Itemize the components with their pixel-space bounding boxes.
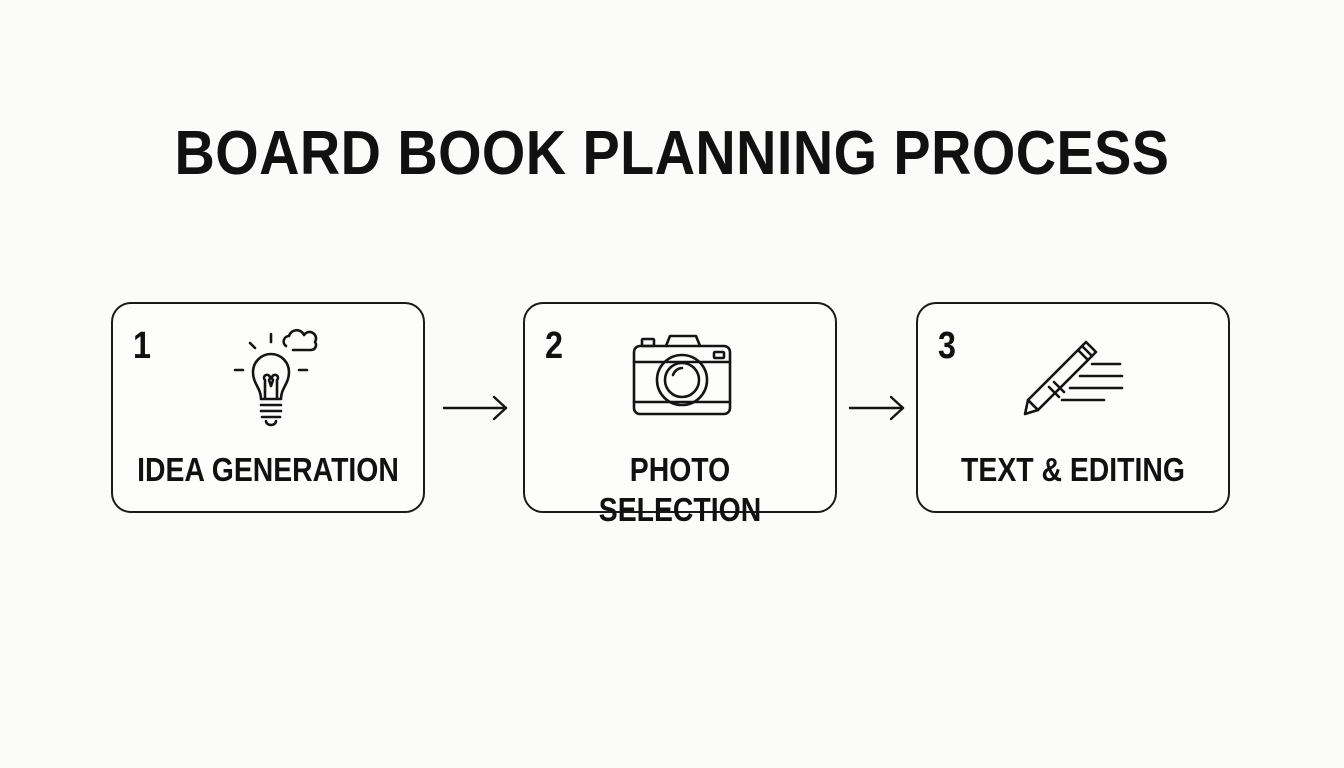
step-card-text-editing: 3 TEXT & EDITING bbox=[916, 302, 1230, 513]
step-number: 2 bbox=[545, 325, 563, 367]
step-card-photo-selection: 2 PHOTO SELECTION bbox=[523, 302, 837, 528]
step-label: TEXT & EDITING bbox=[961, 451, 1185, 488]
camera-icon bbox=[632, 334, 732, 416]
pencil-icon bbox=[1023, 340, 1124, 416]
arrow-right-icon bbox=[442, 395, 508, 421]
step-number: 3 bbox=[938, 325, 956, 367]
diagram-title: BOARD BOOK PLANNING PROCESS bbox=[174, 119, 1170, 188]
step-label: IDEA GENERATION bbox=[137, 451, 399, 488]
arrow-right-icon bbox=[848, 395, 905, 421]
step-number: 1 bbox=[133, 325, 151, 367]
step-card-idea-generation: 1 IDEA GENERATION bbox=[111, 302, 425, 513]
lightbulb-icon bbox=[233, 328, 318, 427]
step-label: PHOTO SELECTION bbox=[598, 451, 762, 528]
